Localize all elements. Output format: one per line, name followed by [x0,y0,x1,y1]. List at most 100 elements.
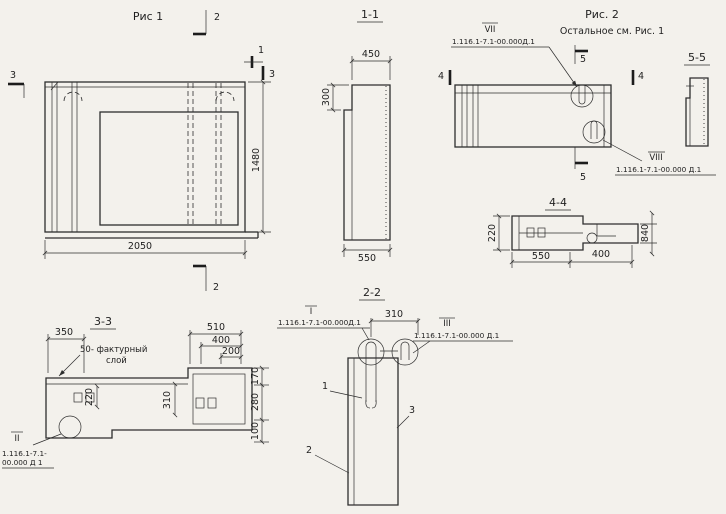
callout-ref: 1.116.1-7.1-00.000 Д.1 [414,331,499,340]
section-title: 4-4 [549,196,567,209]
section-2-2-profile [347,338,419,506]
dim-840: 840 [640,210,657,257]
cut-marker-2-bottom: 2 [193,264,219,293]
callout-ref: 00.000 Д 1 [2,458,43,467]
cut-label: 2 [213,282,219,293]
cut-marker-5-bottom: 5 [574,147,588,183]
section-title: 1-1 [361,8,379,21]
dim-text: 350 [55,327,73,338]
detail-circle-i [357,338,385,366]
dim-220: 220 [487,213,510,253]
facing-layer-note: 50- фактурный слой [58,345,147,377]
callout-label: III [443,319,451,329]
section-1-1: 1-1 450 300 550 [321,8,393,264]
dim-text: 100 [250,422,261,440]
fig2-view: Рис. 2 Остальное см. Рис. 1 VII 1.116.1-… [438,8,716,183]
dim-text: 400 [592,249,610,260]
dim-550: 550 [341,244,393,264]
section-5-5-profile [685,77,709,147]
dim-text: 280 [250,393,261,411]
section-title: 5-5 [688,51,706,64]
cut-label: 4 [438,71,444,82]
callout-iii: III 1.116.1-7.1-00.000 Д.1 [412,317,513,354]
callout-ref: 1.116.1-7.1-00.000 Д.1 [616,165,701,174]
cut-marker-4-left: 4 [438,70,452,85]
cut-label: 3 [10,70,16,81]
part-number: 2 [306,445,312,456]
fig1-title: Рис 1 [133,10,163,23]
dim-text: 200 [222,346,240,357]
dim-text: 220 [487,224,498,242]
dim-220-inner: 220 [84,383,100,410]
cut-label: 2 [214,12,220,23]
dim-text: 2050 [128,241,152,252]
fig1-view: Рис 1 2 3 1 3 [8,10,275,293]
part-labels: 1 2 3 [306,381,415,474]
detail-circle-ii [58,415,82,439]
dim-310-inner: 310 [162,381,178,418]
dim-text: 550 [358,253,376,264]
anchor-detail-circle [586,232,598,244]
dim-text: 840 [640,224,651,242]
section-3-3-profile [45,367,253,439]
cut-marker-5-top: 5 [574,45,588,65]
dim-text: 300 [321,88,332,106]
fig1-panel-outline [44,81,259,239]
dim-text: 550 [532,251,550,262]
callout-ref: 1.116.1-7.1- [2,449,47,458]
dim-text: 450 [362,49,380,60]
fig2-note: Остальное см. Рис. 1 [560,26,664,37]
note-text: 50- фактурный [80,345,147,355]
dim-text: 310 [385,309,403,320]
callout-label: VII [485,25,496,35]
section-title: 3-3 [94,315,112,328]
callout-viii: VIII 1.116.1-7.1-00.000 Д.1 [602,139,716,176]
section-4-4-profile [511,215,639,251]
dim-width-2050: 2050 [42,240,248,259]
cut-label: 1 [258,45,264,56]
section-title: 2-2 [363,286,381,299]
hidden-lifting-loop-left [63,91,83,102]
cut-marker-3-left: 3 [8,70,25,98]
dim-text: 220 [84,388,95,406]
cut-label: 3 [269,69,275,80]
dim-550-400-chain: 550 400 [509,245,635,268]
dim-510-400-200: 510 400 200 [187,322,244,364]
callout-ii: II 1.116.1-7.1- 00.000 Д 1 [2,415,82,469]
callout-ref: 1.116.1-7.1-00.000Д.1 [452,37,535,46]
detail-circle-vii [570,84,594,108]
dim-height-1480: 1480 [248,79,271,235]
cut-label: 5 [580,54,586,65]
cut-label: 4 [638,71,644,82]
callout-vii: VII 1.116.1-7.1-00.000Д.1 [451,22,578,88]
callout-ref: 1.116.1-7.1-00.000Д.1 [278,318,361,327]
part-number: 1 [322,381,328,392]
dim-text: 1480 [251,148,262,172]
dim-310-top: 310 [368,309,421,337]
section-1-1-profile [343,84,391,241]
fig2-title: Рис. 2 [585,8,619,21]
callout-label: VIII [649,153,662,163]
dim-450: 450 [349,49,393,80]
section-3-3: 3-3 350 50- фактурный слой 510 400 200 2… [2,315,269,469]
callout-label: I [310,307,313,317]
cut-marker-1-right: 1 [244,45,264,68]
part-number: 3 [409,405,415,416]
dim-right-chain: 170 280 100 [250,365,269,445]
cut-marker-4-right: 4 [631,70,644,85]
fig2-panel-outline [454,84,612,148]
note-text: слой [106,356,127,366]
callout-label: II [14,434,19,444]
dim-text: 510 [207,322,225,333]
callout-i: I 1.116.1-7.1-00.000Д.1 [277,305,370,341]
dim-350: 350 [45,327,87,373]
detail-circle-iii [391,338,419,366]
section-5-5: 5-5 [684,51,710,147]
detail-circle-viii [582,120,606,144]
cut-label: 5 [580,172,586,183]
dim-300: 300 [321,82,349,113]
dim-text: 170 [250,367,261,385]
dim-text: 310 [162,391,173,409]
